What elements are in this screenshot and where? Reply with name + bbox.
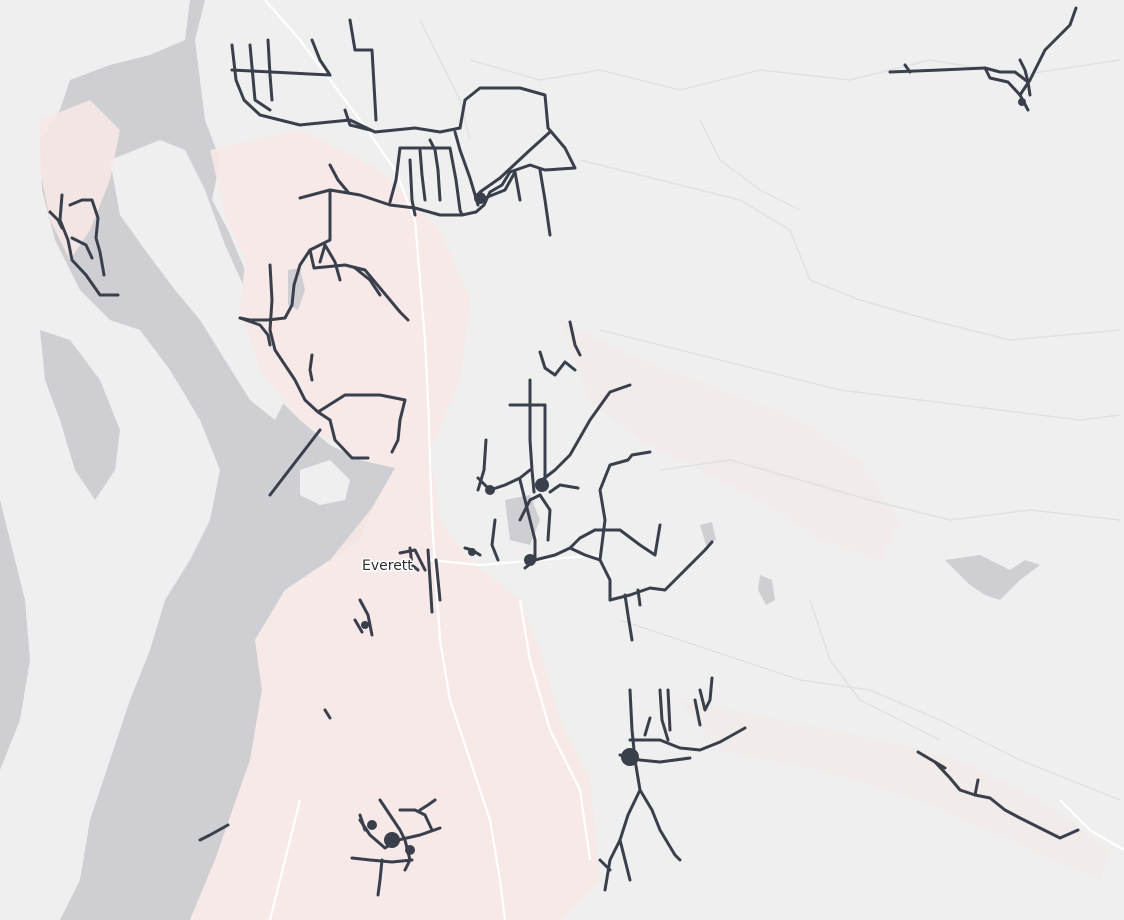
place-label-everett: Everett — [362, 558, 413, 574]
network-clusters — [361, 98, 1026, 855]
small-island — [300, 460, 350, 505]
inlet — [40, 330, 120, 500]
lakes — [288, 268, 1040, 605]
west-peninsula — [110, 140, 285, 420]
roads — [264, 0, 1124, 920]
urban-areas — [40, 100, 1110, 920]
network-lines — [48, 6, 1080, 897]
